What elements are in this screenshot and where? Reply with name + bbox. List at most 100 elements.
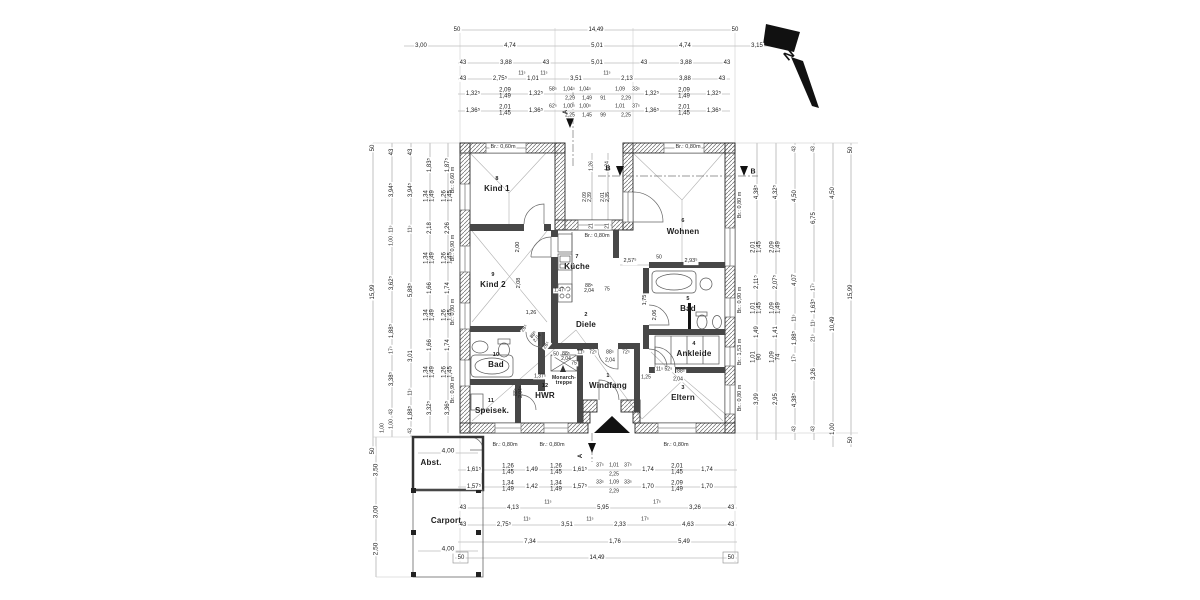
dims-interior-label: 50 — [552, 351, 560, 358]
dims-top-label: 1,32⁵ — [705, 90, 723, 98]
bathtub — [651, 270, 697, 294]
sink — [471, 340, 489, 354]
wall-labels-label: Br.: 0,90 m — [737, 285, 744, 315]
wall-labels-label: Br.: 0,80m — [538, 442, 566, 449]
dims-right-label: 1,01 90 — [750, 351, 763, 363]
dims-top-label: 99 — [599, 112, 607, 119]
dims-left-label: 43 — [388, 408, 395, 416]
dims-interior-label: 88⁵ — [605, 349, 615, 356]
room-name-speisek: Speisek. — [474, 405, 510, 415]
door-kind2 — [530, 236, 552, 258]
dims-bottom-label: 3,51 — [560, 521, 574, 529]
north-arrow — [763, 24, 819, 108]
dims-bottom-label: 3,26 — [688, 504, 702, 512]
room-number-eltern: 3 — [681, 385, 685, 392]
dims-left-label: 1,74 — [444, 281, 452, 295]
dims-interior-label: 1,37⁵ — [533, 373, 547, 380]
window — [459, 359, 471, 387]
dims-right-label: 1,01 1,45 — [750, 302, 763, 314]
dims-top-label: 11⁵ — [602, 70, 612, 77]
dims-top-label: 2,09 1,49 — [499, 87, 511, 100]
dims-right-label: 6,75 — [810, 211, 818, 225]
dims-left-label: 43 — [388, 147, 396, 157]
dimension-lines — [372, 28, 858, 578]
dims-top-label: 1,00⁵ — [562, 103, 576, 110]
bathtub — [470, 354, 514, 378]
dims-top-label: 3,88 — [679, 59, 693, 67]
dims-top-label: 43 — [717, 75, 727, 83]
room-name-bad: Bad — [488, 359, 504, 369]
dims-bottom-label: 43 — [458, 504, 468, 512]
dims-left-label: 1,34 1,49 — [423, 309, 436, 321]
dims-right-label: 4,32⁵ — [772, 183, 780, 201]
dims-top-label: 1,36⁵ — [705, 107, 723, 115]
window — [543, 422, 569, 434]
dims-top-label: 1,09 — [614, 86, 626, 93]
carport-structure — [411, 435, 485, 578]
dims-right-label: 4,38⁵ — [753, 183, 761, 201]
toilet — [497, 338, 511, 358]
dims-right-label: 11⁵ — [810, 318, 817, 328]
room-name-kueche: Küche — [564, 261, 590, 271]
dims-right-label: 2,95 — [772, 392, 780, 406]
dims-right-label: 2,09 1,49 — [769, 241, 782, 253]
dims-bottom-label: 1,57⁵ — [571, 483, 589, 491]
dims-right-label: 43 — [810, 425, 817, 433]
dims-top-label: 14,49 — [587, 26, 605, 34]
wall-labels-label: Br.: 0,80m — [662, 442, 690, 449]
dims-left-label: 1,83⁵ — [426, 156, 434, 174]
entrance-arrow — [594, 416, 630, 433]
dims-left-label: 2,18 — [426, 221, 434, 235]
dims-right-label: 1,09 1,49 — [769, 302, 782, 314]
dims-top-label: 2,29 — [620, 95, 632, 102]
door-eltern — [648, 348, 668, 368]
dims-left-label: 3,38⁵ — [388, 370, 396, 388]
dims-left-label: 11⁵ — [407, 224, 414, 234]
dims-top-label: 2,75⁵ — [491, 75, 509, 83]
dims-bottom-label: 5,95 — [596, 504, 610, 512]
room-number-kind2: 9 — [491, 272, 495, 279]
wall-labels-label: Br.: 0,80 m — [737, 383, 744, 413]
carport-outline — [412, 489, 484, 578]
dims-right-label: 10,49 — [829, 315, 837, 333]
dims-right-label: 50 — [847, 435, 855, 445]
dims-left-label: 11⁵ — [407, 387, 414, 397]
dims-top-label: 2,25 — [620, 112, 632, 119]
dims-top-label: 5,01 — [590, 42, 604, 50]
dims-bottom-label: 1,42 — [525, 483, 539, 491]
dims-top-label: 1,45 — [581, 112, 593, 119]
dims-bottom-label: 7,34 — [523, 538, 537, 546]
room-name-eltern: Eltern — [671, 392, 695, 402]
dims-interior-label: 2,09 2,39 — [581, 192, 593, 202]
window — [724, 297, 736, 318]
room-name-bad-og: Bad — [680, 303, 696, 313]
wall-labels-label: Br.: 0,60m — [489, 144, 517, 151]
dims-interior-label: 2,93⁵ — [683, 258, 699, 265]
dims-top-label: 2,25 — [564, 112, 576, 119]
dims-interior-label: 2,00 — [515, 240, 522, 254]
dims-interior-label: 88⁵ — [676, 368, 686, 375]
window — [724, 227, 736, 267]
dims-bottom-label: 1,01 — [608, 462, 620, 469]
section-b-left-arrow — [616, 166, 624, 176]
wall-labels-label: Br.: 0,80m — [491, 442, 519, 449]
dims-interior-label: 2,04 — [604, 357, 616, 364]
dims-interior-label: 21 — [604, 222, 611, 230]
dims-left-label: 1,66 — [426, 338, 434, 352]
dims-left-label: 15,99 — [369, 283, 377, 301]
dims-bottom-label: 2,25 — [608, 471, 620, 478]
door-kind1 — [523, 203, 545, 225]
dims-interior-label: 72⁵ — [588, 349, 598, 356]
fixtures — [470, 232, 722, 411]
carport-dims-label: 4,00 — [440, 447, 456, 456]
dims-left-label: 3,94⁵ — [388, 181, 396, 199]
room-number-diele: 2 — [584, 312, 588, 319]
dims-left-label: 1,34 1,49 — [423, 190, 436, 202]
dims-top-label: 3,51 — [569, 75, 583, 83]
dims-bottom-label: 43 — [726, 504, 736, 512]
door-abst — [469, 436, 484, 451]
dims-bottom-label: 1,70 — [641, 483, 655, 491]
dims-bottom-label: 2,09 1,49 — [671, 480, 683, 493]
dims-top-label: 50 — [452, 26, 462, 34]
dims-right-label: 43 — [791, 145, 798, 153]
